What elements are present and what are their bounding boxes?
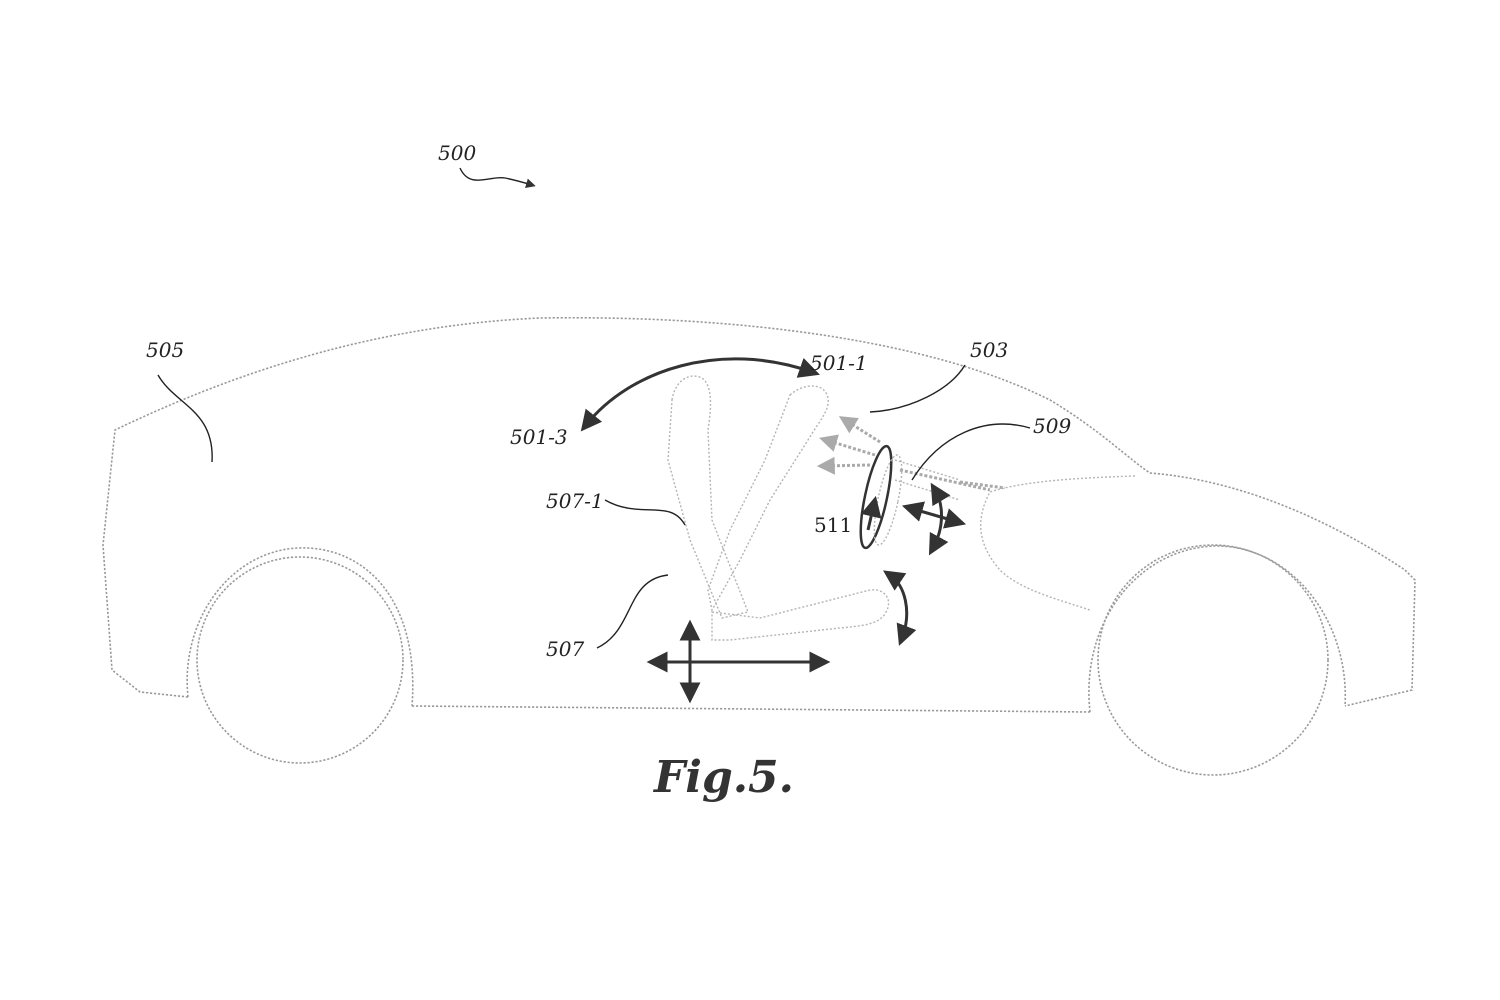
label-511: 511: [814, 513, 852, 537]
grey-arrow-4: [959, 480, 1006, 490]
label-509: 509: [1033, 414, 1071, 438]
figure-caption: Fig.5.: [652, 752, 794, 803]
steering-wheel: [859, 444, 893, 550]
front-wheel: [1097, 544, 1329, 776]
grey-arrow-1: [838, 416, 881, 444]
seat-recline-arrow: [580, 357, 820, 432]
leader-509: [911, 423, 1031, 481]
leader-505: [157, 374, 213, 463]
label-501-3: 501-3: [510, 425, 568, 449]
steering-column-grey-dashed: [899, 468, 991, 492]
steering-telescope-arrow: [901, 501, 967, 529]
label-503: 503: [970, 338, 1008, 362]
label-501-1: 501-1: [810, 351, 868, 375]
steering-wheel-retracted: [873, 454, 903, 546]
seat-back-upright: [667, 375, 749, 619]
label-507-1: 507-1: [546, 489, 604, 513]
vehicle-floor-line: [411, 705, 1091, 713]
dashboard-outline: [980, 475, 1136, 611]
vehicle-body-outline: [102, 316, 1416, 707]
leader-507-1: [604, 499, 686, 526]
steering-tilt-arrow: [928, 482, 951, 556]
arrow-500: [459, 167, 536, 189]
front-wheel-arch: [1088, 545, 1347, 713]
rear-wheel: [196, 556, 404, 764]
steering-up-arrow: [860, 495, 882, 531]
grey-arrow-2: [819, 434, 876, 457]
seat-back-reclined: [707, 385, 829, 612]
grey-arrow-3: [816, 456, 871, 475]
leader-503: [869, 364, 966, 413]
label-505: 505: [146, 338, 184, 362]
label-507: 507: [546, 637, 584, 661]
label-500: 500: [438, 141, 476, 165]
rear-wheel-arch: [186, 547, 414, 707]
seat-tilt-arrow: [883, 570, 917, 646]
leader-507: [596, 574, 669, 649]
